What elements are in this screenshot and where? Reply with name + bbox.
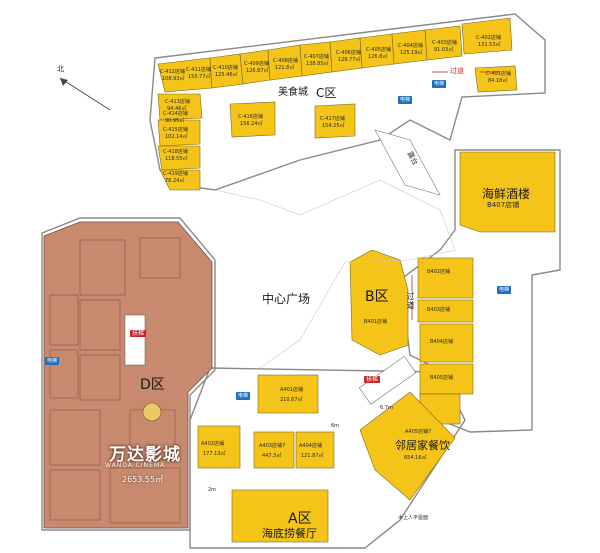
c401-label: C-401店铺	[486, 71, 511, 77]
b403-label: B403店铺	[427, 307, 450, 313]
c410-area: 125.46㎡	[215, 72, 238, 78]
corridor-label-b: 过道	[406, 292, 415, 310]
zone-b-label: B区	[365, 289, 389, 305]
c408-area: 121.8㎡	[275, 65, 295, 71]
a401-area: 210.67㎡	[280, 397, 303, 403]
b405-label: B405店铺	[430, 375, 453, 381]
c409-label: C-409店铺	[244, 61, 269, 67]
distance-6m: 6m	[331, 423, 340, 429]
c416-area: 156.24㎡	[240, 121, 263, 127]
c412-label: C-412店铺	[160, 69, 185, 75]
c407-label: C-407店铺	[304, 54, 329, 60]
a402-label: A402店铺	[201, 441, 224, 447]
c410-label: C-410店铺	[213, 65, 238, 71]
c414-area: 90.95㎡	[165, 118, 185, 124]
c402-label: C-402店铺	[476, 35, 501, 41]
elevator-chip-b: 电梯	[497, 286, 512, 294]
c403-area: 91.03㎡	[434, 47, 454, 53]
a402-area: 177.13㎡	[203, 451, 226, 457]
c411-area: 150.77㎡	[188, 74, 211, 80]
a403-label: A403店铺7	[259, 443, 286, 449]
zone-c-label: C区	[316, 86, 337, 100]
seafood-label: 海鲜酒楼	[482, 187, 531, 201]
c415-label: C-415店铺	[163, 127, 188, 133]
c407-area: 138.85㎡	[306, 61, 329, 67]
c414-label: C-414店铺	[163, 111, 188, 117]
elevator-chip-d: 电梯	[45, 357, 60, 365]
cinema-area: 2653.55㎡	[122, 475, 164, 484]
c418-label: C-418店铺	[163, 149, 188, 155]
distance-2m: 2m	[208, 487, 217, 493]
a-zone-shops	[197, 374, 456, 543]
a404-label: A404店铺	[299, 443, 322, 449]
corridor-label-c: 过道	[450, 67, 464, 75]
c411-label: C-411店铺	[186, 67, 211, 73]
c419-label: C-419店铺	[163, 171, 188, 177]
c402-area: 131.53㎡	[478, 42, 501, 48]
c404-area: 125.19㎡	[400, 50, 423, 56]
seafood-unit: B407店铺	[487, 201, 520, 209]
food-court-label: 美食城	[278, 87, 308, 98]
escalator-chip-b: 扶梯	[364, 376, 381, 383]
neighbor-area: 654.16㎡	[404, 455, 427, 461]
c-zone-shops	[157, 17, 518, 191]
c408-label: C-408店铺	[273, 58, 298, 64]
north-label: 北	[57, 65, 64, 73]
c417-area: 154.25㎡	[322, 123, 345, 129]
elevator-chip-c2: 电梯	[432, 80, 447, 88]
c405-label: C-405店铺	[366, 47, 391, 53]
cinema-english: WANDA CINEMA	[105, 462, 166, 469]
c415-area: 102.14㎡	[165, 134, 188, 140]
c413-area: 94.46㎡	[167, 106, 187, 112]
c405-area: 126.8㎡	[368, 54, 388, 60]
c401-area: 84.18㎡	[488, 78, 508, 84]
c416-label: C-416店铺	[238, 114, 263, 120]
c406-area: 128.77㎡	[338, 57, 361, 63]
c403-label: C-403店铺	[432, 40, 457, 46]
neighbor-unit: A405店铺7	[405, 429, 432, 435]
c409-area: 126.87㎡	[246, 68, 269, 74]
corridor-arrows	[411, 71, 500, 320]
c413-label: C-413店铺	[165, 99, 190, 105]
escalator-chip-d: 扶梯	[130, 330, 147, 337]
c406-label: C-406店铺	[336, 50, 361, 56]
distance-6-7m: 6.7m	[380, 405, 393, 411]
b404-label: B404店铺	[430, 339, 453, 345]
stairs-label: 木上人平屋面	[398, 515, 429, 521]
cinema-name: 万达影城	[109, 445, 181, 465]
c404-label: C-404店铺	[398, 43, 423, 49]
elevator-chip-a: 电梯	[236, 392, 251, 400]
neighbor-label: 邻居家餐饮	[395, 439, 450, 452]
a403-area: 447.3㎡	[262, 453, 282, 459]
zone-d-label: D区	[140, 377, 165, 393]
haidilao-label: 海底捞餐厅	[262, 527, 317, 540]
c412-area: 108.93㎡	[162, 76, 185, 82]
c418-area: 118.55㎡	[165, 156, 188, 162]
c419-area: 78.24㎡	[165, 178, 185, 184]
a404-area: 121.87㎡	[301, 453, 324, 459]
a401-label: A401店铺	[280, 387, 303, 393]
zone-a-label: A区	[288, 511, 312, 527]
central-plaza-label: 中心广场	[262, 292, 311, 306]
elevator-chip-c: 电梯	[398, 96, 413, 104]
b402-label: B402店铺	[427, 269, 450, 275]
c417-label: C-417店铺	[320, 116, 345, 122]
b401-label: B401店铺	[364, 319, 387, 325]
cinema-block	[43, 221, 213, 529]
b-zone-shops	[349, 151, 556, 425]
